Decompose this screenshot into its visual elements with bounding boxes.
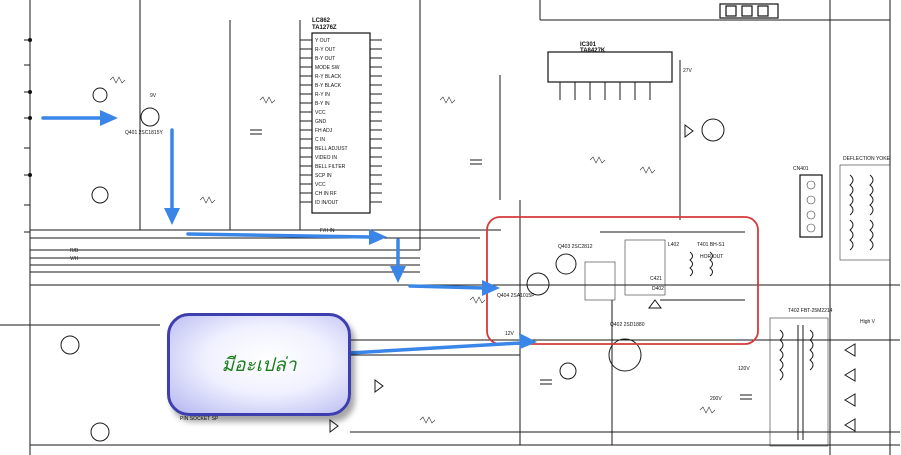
v120-label: 120V [738,366,750,372]
top-right-connector: CN401 [719,3,823,238]
ic-pin-label: R-Y BLACK [315,74,342,80]
ic-pin-label: GND [315,119,327,125]
left-connector-bus [24,0,32,455]
ic-pin-label: C IN [315,137,325,143]
ic-left-part-label: LC862 [312,18,331,24]
transistors: Q401 2SC1815Y Q402 2SD1880 Q404 2SA1015F… [60,87,725,442]
ic-pin-label: BELL ADJUST [315,146,348,152]
ic-pin-label: B-Y IN [315,101,330,107]
vh-label: V/H [70,256,79,262]
ic-left-type-label: TA1276Z [312,25,337,31]
signal-path-arrows [41,110,537,355]
flyback-transformer: T402 FBT-25M2214 High V [769,308,876,447]
q404-label: Q404 2SA1015F [497,293,534,299]
ic-pin-label: CH IN RF [315,191,337,197]
c421-label: C421 [650,276,662,282]
ic-pin-label: SCP IN [315,173,332,179]
ic-lc862: LC862 TA1276Z Y OUT R-Y OUT B-Y OUT MODE SW… [300,18,382,214]
ic-pin-label: FH ADJ [315,128,333,134]
callout-text: มีอะเปล่า [221,353,297,376]
callout-note: มีอะเปล่า [167,313,351,416]
l402-label: L402 [668,242,679,248]
ic-pin-label: R-Y IN [315,92,330,98]
v9-label: 9V [150,93,157,99]
ic-pin-label: VCC [315,182,326,188]
pin-socket-label: PIN SOCKET SP [180,416,219,422]
passive-components: 9V 27V 12V 120V 200V F/H IN R/B V/H PIN … [70,68,752,433]
t402-label: T402 FBT-25M2214 [788,308,833,314]
hor-out-label: HOR-OUT [700,254,723,260]
d402-label: D402 [652,286,664,292]
driver-block: T401 BH-S1 L402 C421 [584,231,745,301]
deflection-yoke: DEFLECTION YOKE [839,156,891,261]
ic-pin-label: BELL FILTER [315,164,346,170]
fh-in-label: F/H IN [320,228,335,234]
ic-right-part-label: IC301 [580,42,597,48]
v27-label: 27V [683,68,693,74]
high-v-label: High V [860,319,876,325]
highlight-box [486,216,759,345]
ic-pin-label: B-Y OUT [315,56,335,62]
rb-label: R/B [70,248,79,254]
q402-label: Q402 2SD1880 [610,322,645,328]
cn401-label: CN401 [793,166,809,172]
ic-pin-label: MODE SW [315,65,340,71]
ic-pin-label: Y OUT [315,38,330,44]
t401-label: T401 BH-S1 [697,242,725,248]
ic-pin-label: B-Y BLACK [315,83,342,89]
q403-label: Q403 2SC2812 [558,244,593,250]
ic-pin-label: R-Y OUT [315,47,335,53]
ic-right-type-label: TA8427K [580,48,606,54]
deflection-label: DEFLECTION YOKE [843,156,891,162]
ic-pin-label: VIDEO IN [315,155,337,161]
q401-label: Q401 2SC1815Y [125,130,163,136]
v12-label: 12V [505,331,515,337]
ic-pin-label: VCC [315,110,326,116]
ic-pin-label: ID IN/OUT [315,200,338,206]
ic-ic301: IC301 TA8427K [547,42,673,100]
v200-label: 200V [710,396,722,402]
